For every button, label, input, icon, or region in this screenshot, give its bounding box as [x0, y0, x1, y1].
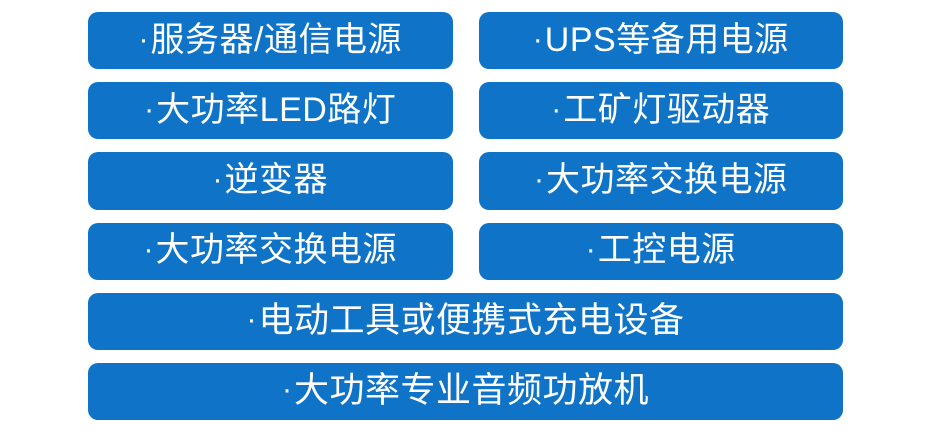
pill-content: · 工控电源: [586, 233, 736, 269]
tag-label: 逆变器: [224, 161, 328, 200]
pill-content: · 大功率交换电源: [534, 161, 788, 200]
bullet-dot-icon: ·: [138, 22, 149, 56]
tag-row: · 逆变器 · 大功率交换电源: [88, 152, 843, 210]
bullet-dot-icon: ·: [212, 162, 223, 196]
bullet-dot-icon: ·: [246, 303, 257, 337]
tag-pill-ups-backup-power[interactable]: · UPS等备用电源: [478, 12, 843, 70]
tag-pill-highbay-light-driver[interactable]: · 工矿灯驱动器: [478, 82, 843, 140]
tag-pill-server-comm-power[interactable]: · 服务器/通信电源: [88, 12, 453, 70]
tag-pill-inverter[interactable]: · 逆变器: [88, 152, 453, 210]
tag-label: 大功率交换电源: [546, 161, 788, 200]
tag-row: · 大功率专业音频功放机: [88, 362, 843, 421]
pill-content: · 大功率交换电源: [144, 233, 398, 269]
tag-label: 大功率专业音频功放机: [293, 371, 649, 411]
pill-content: · 电动工具或便携式充电设备: [246, 300, 685, 340]
bullet-dot-icon: ·: [532, 22, 543, 56]
tag-label: 大功率LED路灯: [156, 90, 397, 129]
pill-content: · 逆变器: [212, 161, 329, 200]
bullet-dot-icon: ·: [143, 233, 154, 267]
bullet-dot-icon: ·: [551, 92, 562, 126]
bullet-dot-icon: ·: [585, 233, 596, 267]
pill-content: · UPS等备用电源: [532, 20, 789, 59]
tag-label: 电动工具或便携式充电设备: [258, 300, 685, 340]
tag-pill-high-power-switching-power-supply[interactable]: · 大功率交换电源: [478, 152, 843, 210]
tag-pill-power-tools-portable-charging[interactable]: · 电动工具或便携式充电设备: [88, 292, 843, 350]
pill-content: · 工矿灯驱动器: [551, 90, 771, 129]
tag-row: · 大功率交换电源 · 工控电源: [88, 222, 843, 280]
tag-label: 工控电源: [597, 231, 736, 270]
bullet-dot-icon: ·: [281, 373, 292, 407]
tag-row: · 电动工具或便携式充电设备: [88, 292, 843, 350]
tag-pill-high-power-pro-audio-amplifier[interactable]: · 大功率专业音频功放机: [88, 362, 843, 421]
tag-pill-high-power-switching-power-supply-2[interactable]: · 大功率交换电源: [88, 222, 453, 280]
bullet-dot-icon: ·: [144, 92, 155, 126]
tag-label: 服务器/通信电源: [150, 20, 402, 59]
tag-grid: · 服务器/通信电源 · UPS等备用电源 · 大功率LED路灯: [88, 12, 843, 421]
tag-label: 大功率交换电源: [155, 231, 397, 270]
pill-content: · 大功率专业音频功放机: [281, 371, 649, 411]
tag-label: UPS等备用电源: [544, 20, 789, 59]
tag-label: 工矿灯驱动器: [563, 90, 771, 129]
tag-pill-high-power-led-streetlight[interactable]: · 大功率LED路灯: [88, 82, 453, 140]
tag-row: · 服务器/通信电源 · UPS等备用电源: [88, 12, 843, 70]
bullet-dot-icon: ·: [534, 162, 544, 196]
pill-content: · 大功率LED路灯: [144, 90, 397, 129]
pill-content: · 服务器/通信电源: [138, 20, 402, 59]
tag-row: · 大功率LED路灯 · 工矿灯驱动器: [88, 82, 843, 140]
tag-pill-industrial-control-power[interactable]: · 工控电源: [478, 222, 843, 280]
